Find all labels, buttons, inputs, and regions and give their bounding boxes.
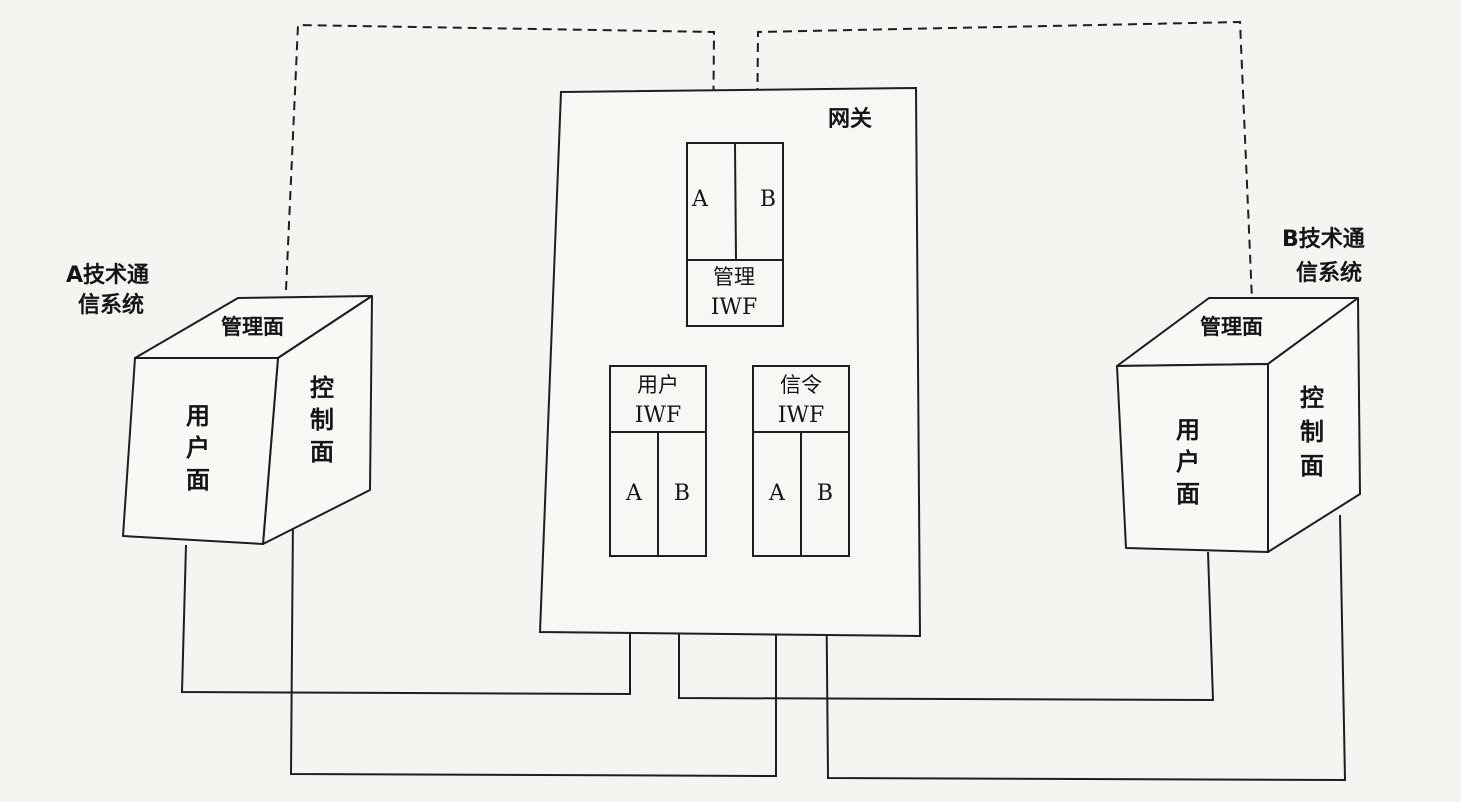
signal-iwf-slot-a: A <box>768 481 786 506</box>
system-b-front-face <box>1116 363 1269 553</box>
control-link-a <box>289 515 777 778</box>
user-iwf-slot-b: B <box>674 481 690 506</box>
system-a-front-face <box>122 357 279 545</box>
user-iwf-title-1: 用户 <box>637 373 679 397</box>
gateway-label: 网关 <box>828 107 872 132</box>
mgmt-iwf-block: A B 管理 IWF <box>686 142 784 327</box>
user-iwf-title-2: IWF <box>635 403 682 428</box>
signal-iwf-block: 信令 IWF A B <box>752 365 850 557</box>
mgmt-iwf-title-1: 管理 <box>713 265 755 289</box>
control-link-b <box>825 514 1347 782</box>
system-b-ctrl-plane-1: 控 <box>1300 384 1324 412</box>
system-a-user-plane-1: 用 <box>186 402 210 430</box>
system-a-label-2: 信系统 <box>78 292 144 318</box>
system-b-cube: B技术通 信系统 管理面 用 户 面 控 制 面 <box>1116 227 1365 553</box>
system-a-ctrl-plane-3: 面 <box>310 438 334 466</box>
system-a-user-plane-2: 户 <box>186 434 210 462</box>
signal-iwf-title-1: 信令 <box>780 373 822 397</box>
system-a-ctrl-plane-1: 控 <box>310 374 334 402</box>
mgmt-link-b <box>755 20 1253 301</box>
mgmt-iwf-slot-a: A <box>691 187 709 212</box>
system-a-user-plane-3: 面 <box>186 466 210 494</box>
user-iwf-slot-a: A <box>625 481 643 506</box>
system-b-ctrl-plane-2: 制 <box>1300 418 1324 446</box>
user-iwf-block: 用户 IWF A B <box>609 365 707 557</box>
signal-iwf-title-2: IWF <box>778 403 825 428</box>
system-b-mgmt-plane: 管理面 <box>1200 315 1263 339</box>
system-b-label-2: 信系统 <box>1296 260 1362 286</box>
system-b-user-plane-2: 户 <box>1176 448 1200 476</box>
system-b-user-plane-3: 面 <box>1176 480 1200 508</box>
system-a-label-1: A技术通 <box>66 263 149 288</box>
system-a-cube: A技术通 信系统 管理面 用 户 面 控 制 面 <box>66 263 373 545</box>
system-b-label-1: B技术通 <box>1282 227 1365 252</box>
system-a-mgmt-plane: 管理面 <box>221 315 284 339</box>
system-b-ctrl-plane-3: 面 <box>1300 452 1324 480</box>
system-b-user-plane-1: 用 <box>1176 416 1200 444</box>
mgmt-iwf-title-2: IWF <box>711 295 758 320</box>
signal-iwf-slot-b: B <box>817 481 833 506</box>
mgmt-iwf-slot-b: B <box>760 187 776 212</box>
system-a-ctrl-plane-2: 制 <box>310 406 334 434</box>
